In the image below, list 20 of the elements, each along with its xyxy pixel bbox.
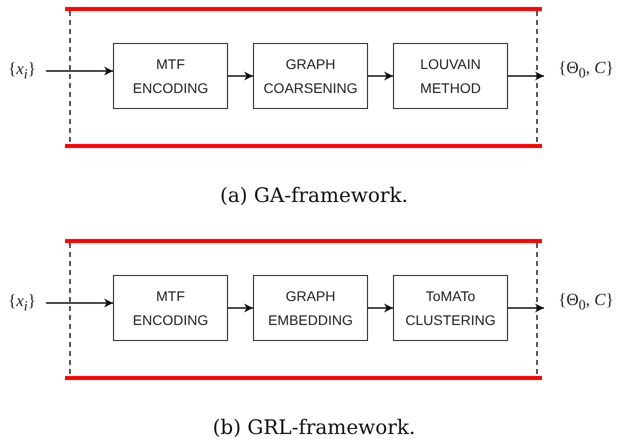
arrow: [46, 66, 113, 76]
figure-caption: (b) GRL-framework.: [212, 415, 416, 439]
math-label: {Θ$_{0}$, C}: [546, 58, 626, 82]
arrow: [46, 298, 113, 308]
math-label: {x$_{i}$}: [2, 60, 42, 82]
math-label: {Θ$_{0}$, C}: [546, 290, 626, 314]
arrow: [228, 304, 253, 312]
figure-caption: (a) GA-framework.: [220, 183, 408, 207]
process-box: GRAPH COARSENING: [253, 43, 368, 109]
arrow: [508, 72, 544, 80]
process-box: LOUVAIN METHOD: [393, 43, 508, 109]
arrow: [228, 72, 253, 80]
process-box: GRAPH EMBEDDING: [253, 275, 368, 341]
arrow: [508, 304, 544, 312]
process-box: MTF ENCODING: [113, 43, 228, 109]
process-box: MTF ENCODING: [113, 275, 228, 341]
arrow: [368, 72, 393, 80]
math-label: {x$_{i}$}: [2, 292, 42, 314]
arrow: [368, 304, 393, 312]
process-box: ToMATo CLUSTERING: [393, 275, 508, 341]
